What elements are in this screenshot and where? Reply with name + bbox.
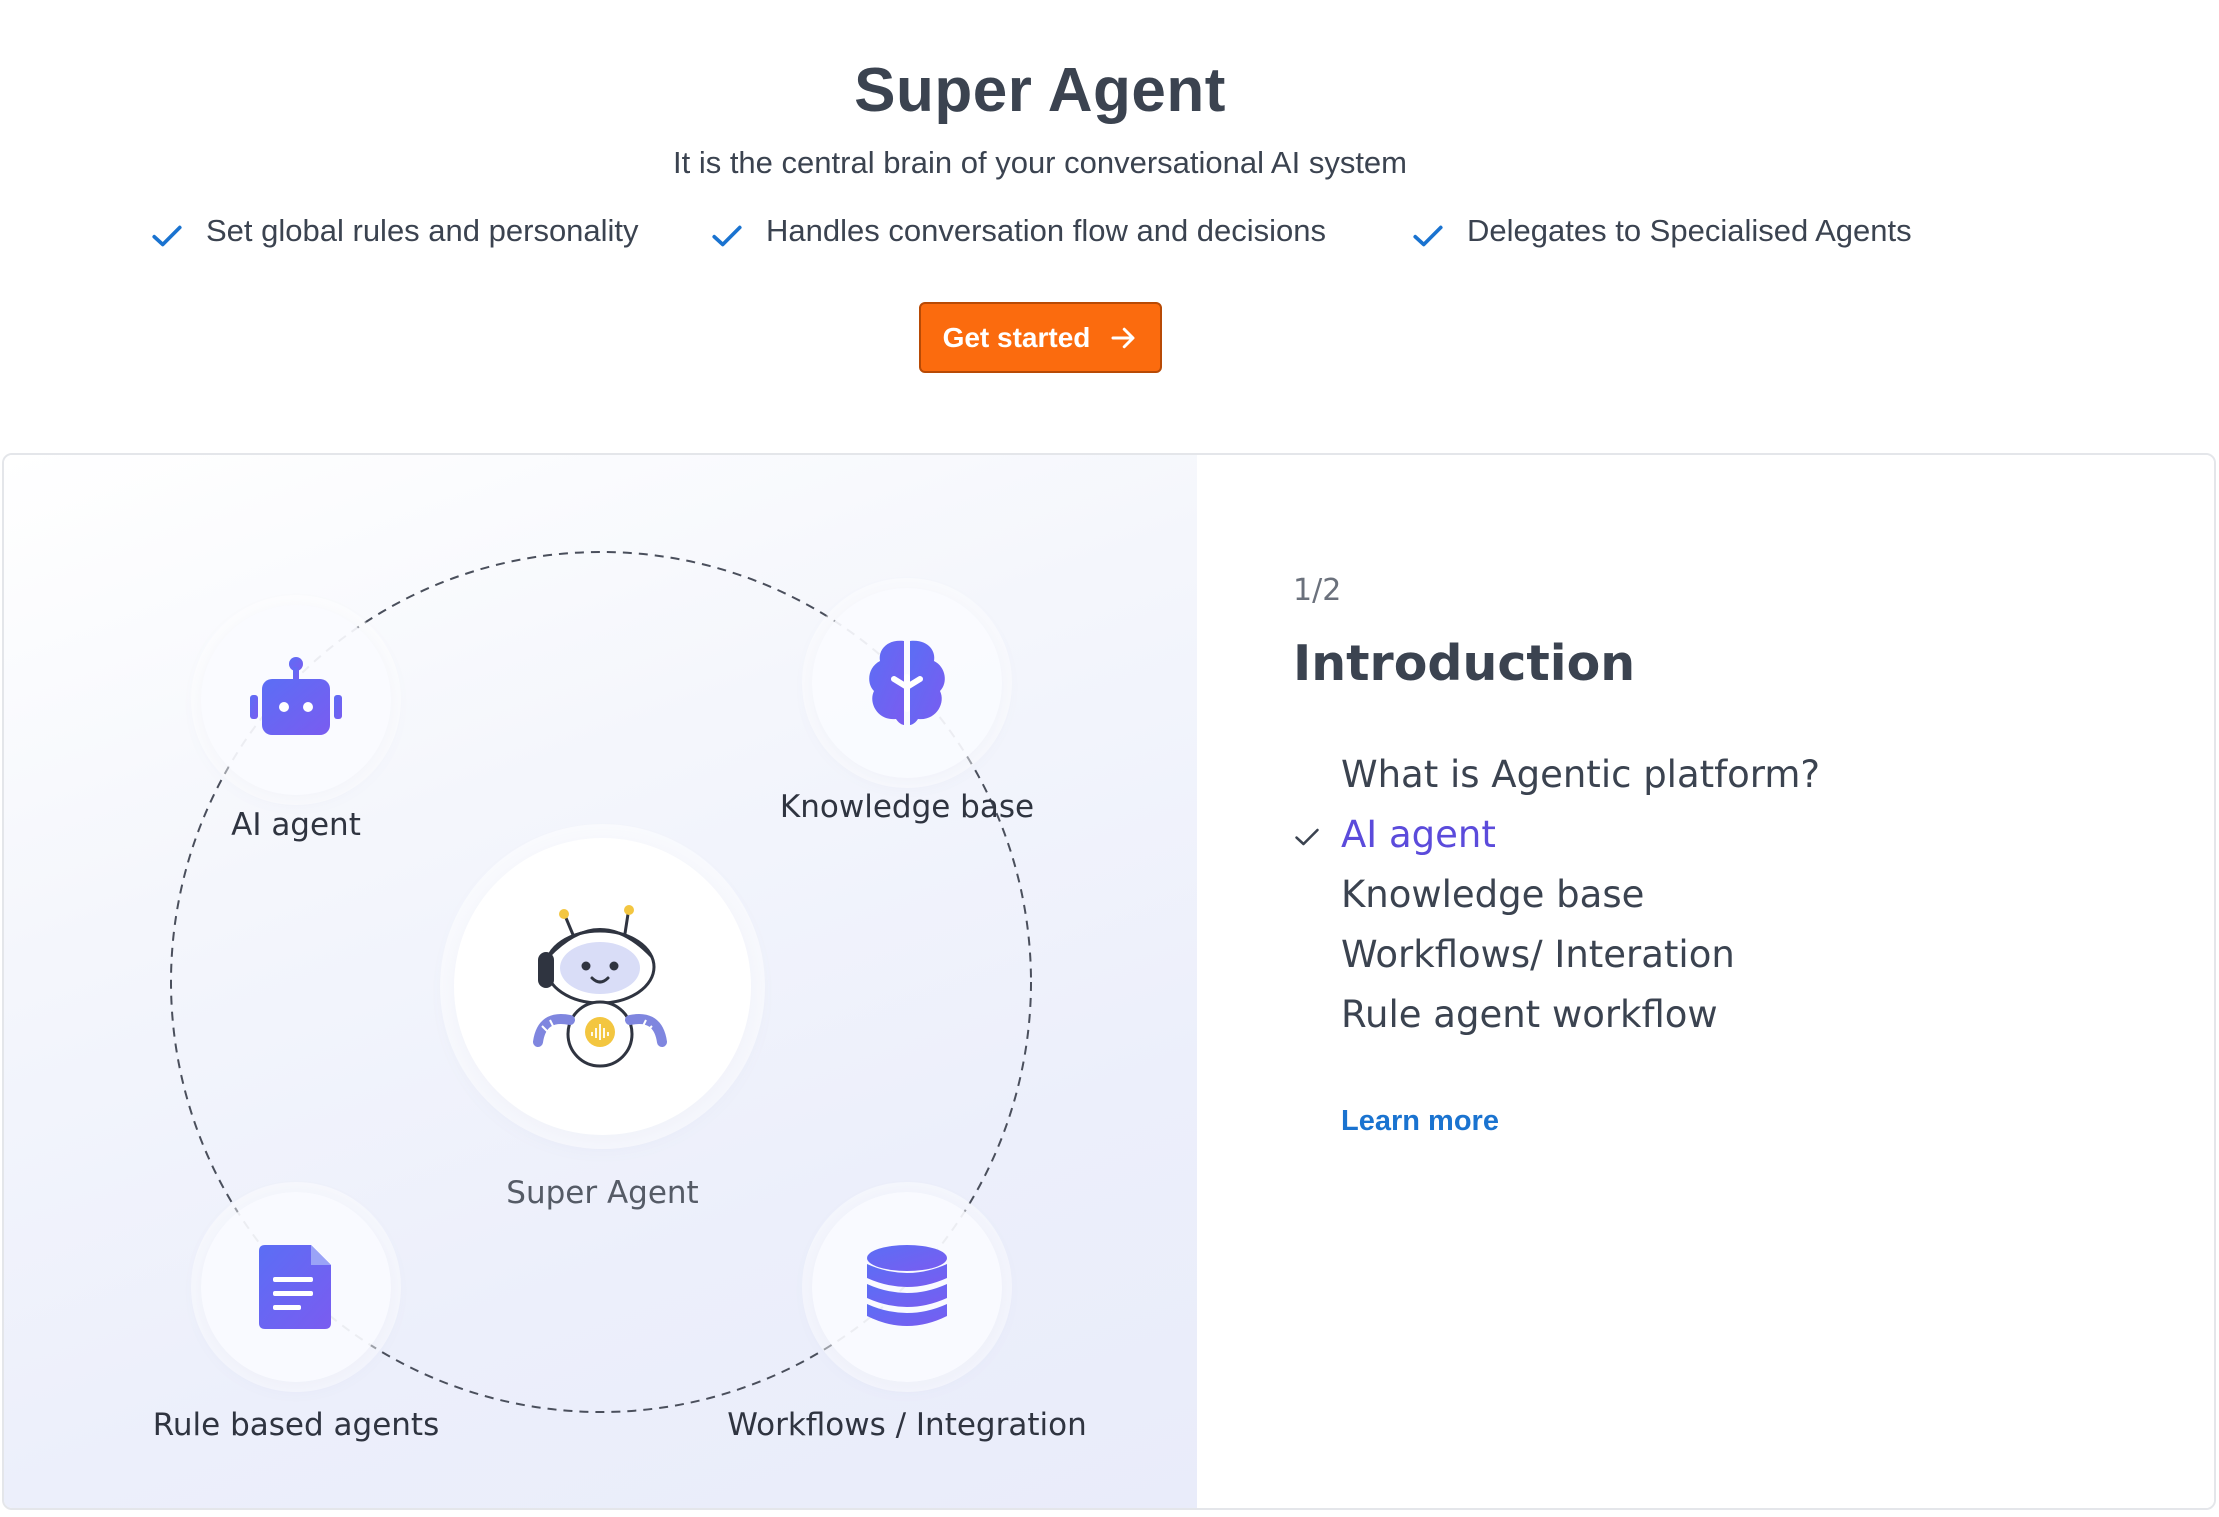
feature-item: Delegates to Specialised Agents <box>1411 206 1912 256</box>
page-subtitle: It is the central brain of your conversa… <box>672 145 1407 180</box>
check-icon <box>152 225 182 247</box>
check-icon <box>1413 225 1443 247</box>
topic-list: What is Agentic platform? AI agent Knowl… <box>1293 745 1820 1045</box>
step-indicator: 1/2 <box>1293 573 1342 608</box>
topic-label: AI agent <box>1341 813 1496 856</box>
topic-item-active[interactable]: AI agent <box>1293 805 1820 865</box>
check-icon <box>712 225 742 247</box>
topic-label: Workflows/ Interation <box>1341 933 1735 976</box>
knowledge-base-node <box>812 588 1002 778</box>
page-title: Super Agent <box>854 56 1226 125</box>
robot-icon <box>250 657 342 735</box>
feature-list: Set global rules and personality Handles… <box>150 206 2050 256</box>
hero-section: Super Agent It is the central brain of y… <box>0 0 2219 450</box>
workflows-integration-node <box>812 1192 1002 1382</box>
super-agent-node <box>454 838 751 1135</box>
intro-info-panel: 1/2 Introduction What is Agentic platfor… <box>1197 455 2214 1508</box>
checkmark-icon <box>1295 828 1319 846</box>
orbit-ring <box>170 551 1032 1413</box>
topic-item[interactable]: Rule agent workflow <box>1293 985 1820 1045</box>
workflows-integration-label: Workflows / Integration <box>727 1407 1087 1443</box>
rule-based-agents-label: Rule based agents <box>152 1407 440 1443</box>
brain-icon <box>869 640 945 725</box>
get-started-label: Get started <box>942 321 1091 353</box>
topic-item[interactable]: What is Agentic platform? <box>1293 745 1820 805</box>
learn-more-link[interactable]: Learn more <box>1341 1105 1499 1137</box>
database-icon <box>867 1245 947 1326</box>
topic-label: Knowledge base <box>1341 873 1645 916</box>
arrow-right-icon <box>1111 327 1135 348</box>
feature-item: Set global rules and personality <box>150 206 639 256</box>
topic-label: Rule agent workflow <box>1341 993 1718 1036</box>
feature-item: Handles conversation flow and decisions <box>710 206 1326 256</box>
topic-label: What is Agentic platform? <box>1341 753 1821 796</box>
feature-text: Delegates to Specialised Agents <box>1467 213 1912 248</box>
ai-agent-label: AI agent <box>231 807 361 843</box>
document-icon <box>259 1245 331 1329</box>
super-agent-label: Super Agent <box>506 1175 699 1211</box>
ai-agent-node <box>201 605 391 795</box>
intro-card: Super Agent AI agent <box>2 453 2216 1510</box>
agent-diagram: Super Agent AI agent <box>4 455 1197 1508</box>
topic-item[interactable]: Knowledge base <box>1293 865 1820 925</box>
rule-based-agents-node <box>201 1192 391 1382</box>
get-started-button[interactable]: Get started <box>919 302 1162 373</box>
knowledge-base-label: Knowledge base <box>779 789 1035 825</box>
topic-item[interactable]: Workflows/ Interation <box>1293 925 1820 985</box>
section-title: Introduction <box>1293 635 1636 692</box>
feature-text: Set global rules and personality <box>206 213 639 248</box>
super-agent-robot-icon <box>532 904 667 1067</box>
feature-text: Handles conversation flow and decisions <box>766 213 1327 248</box>
